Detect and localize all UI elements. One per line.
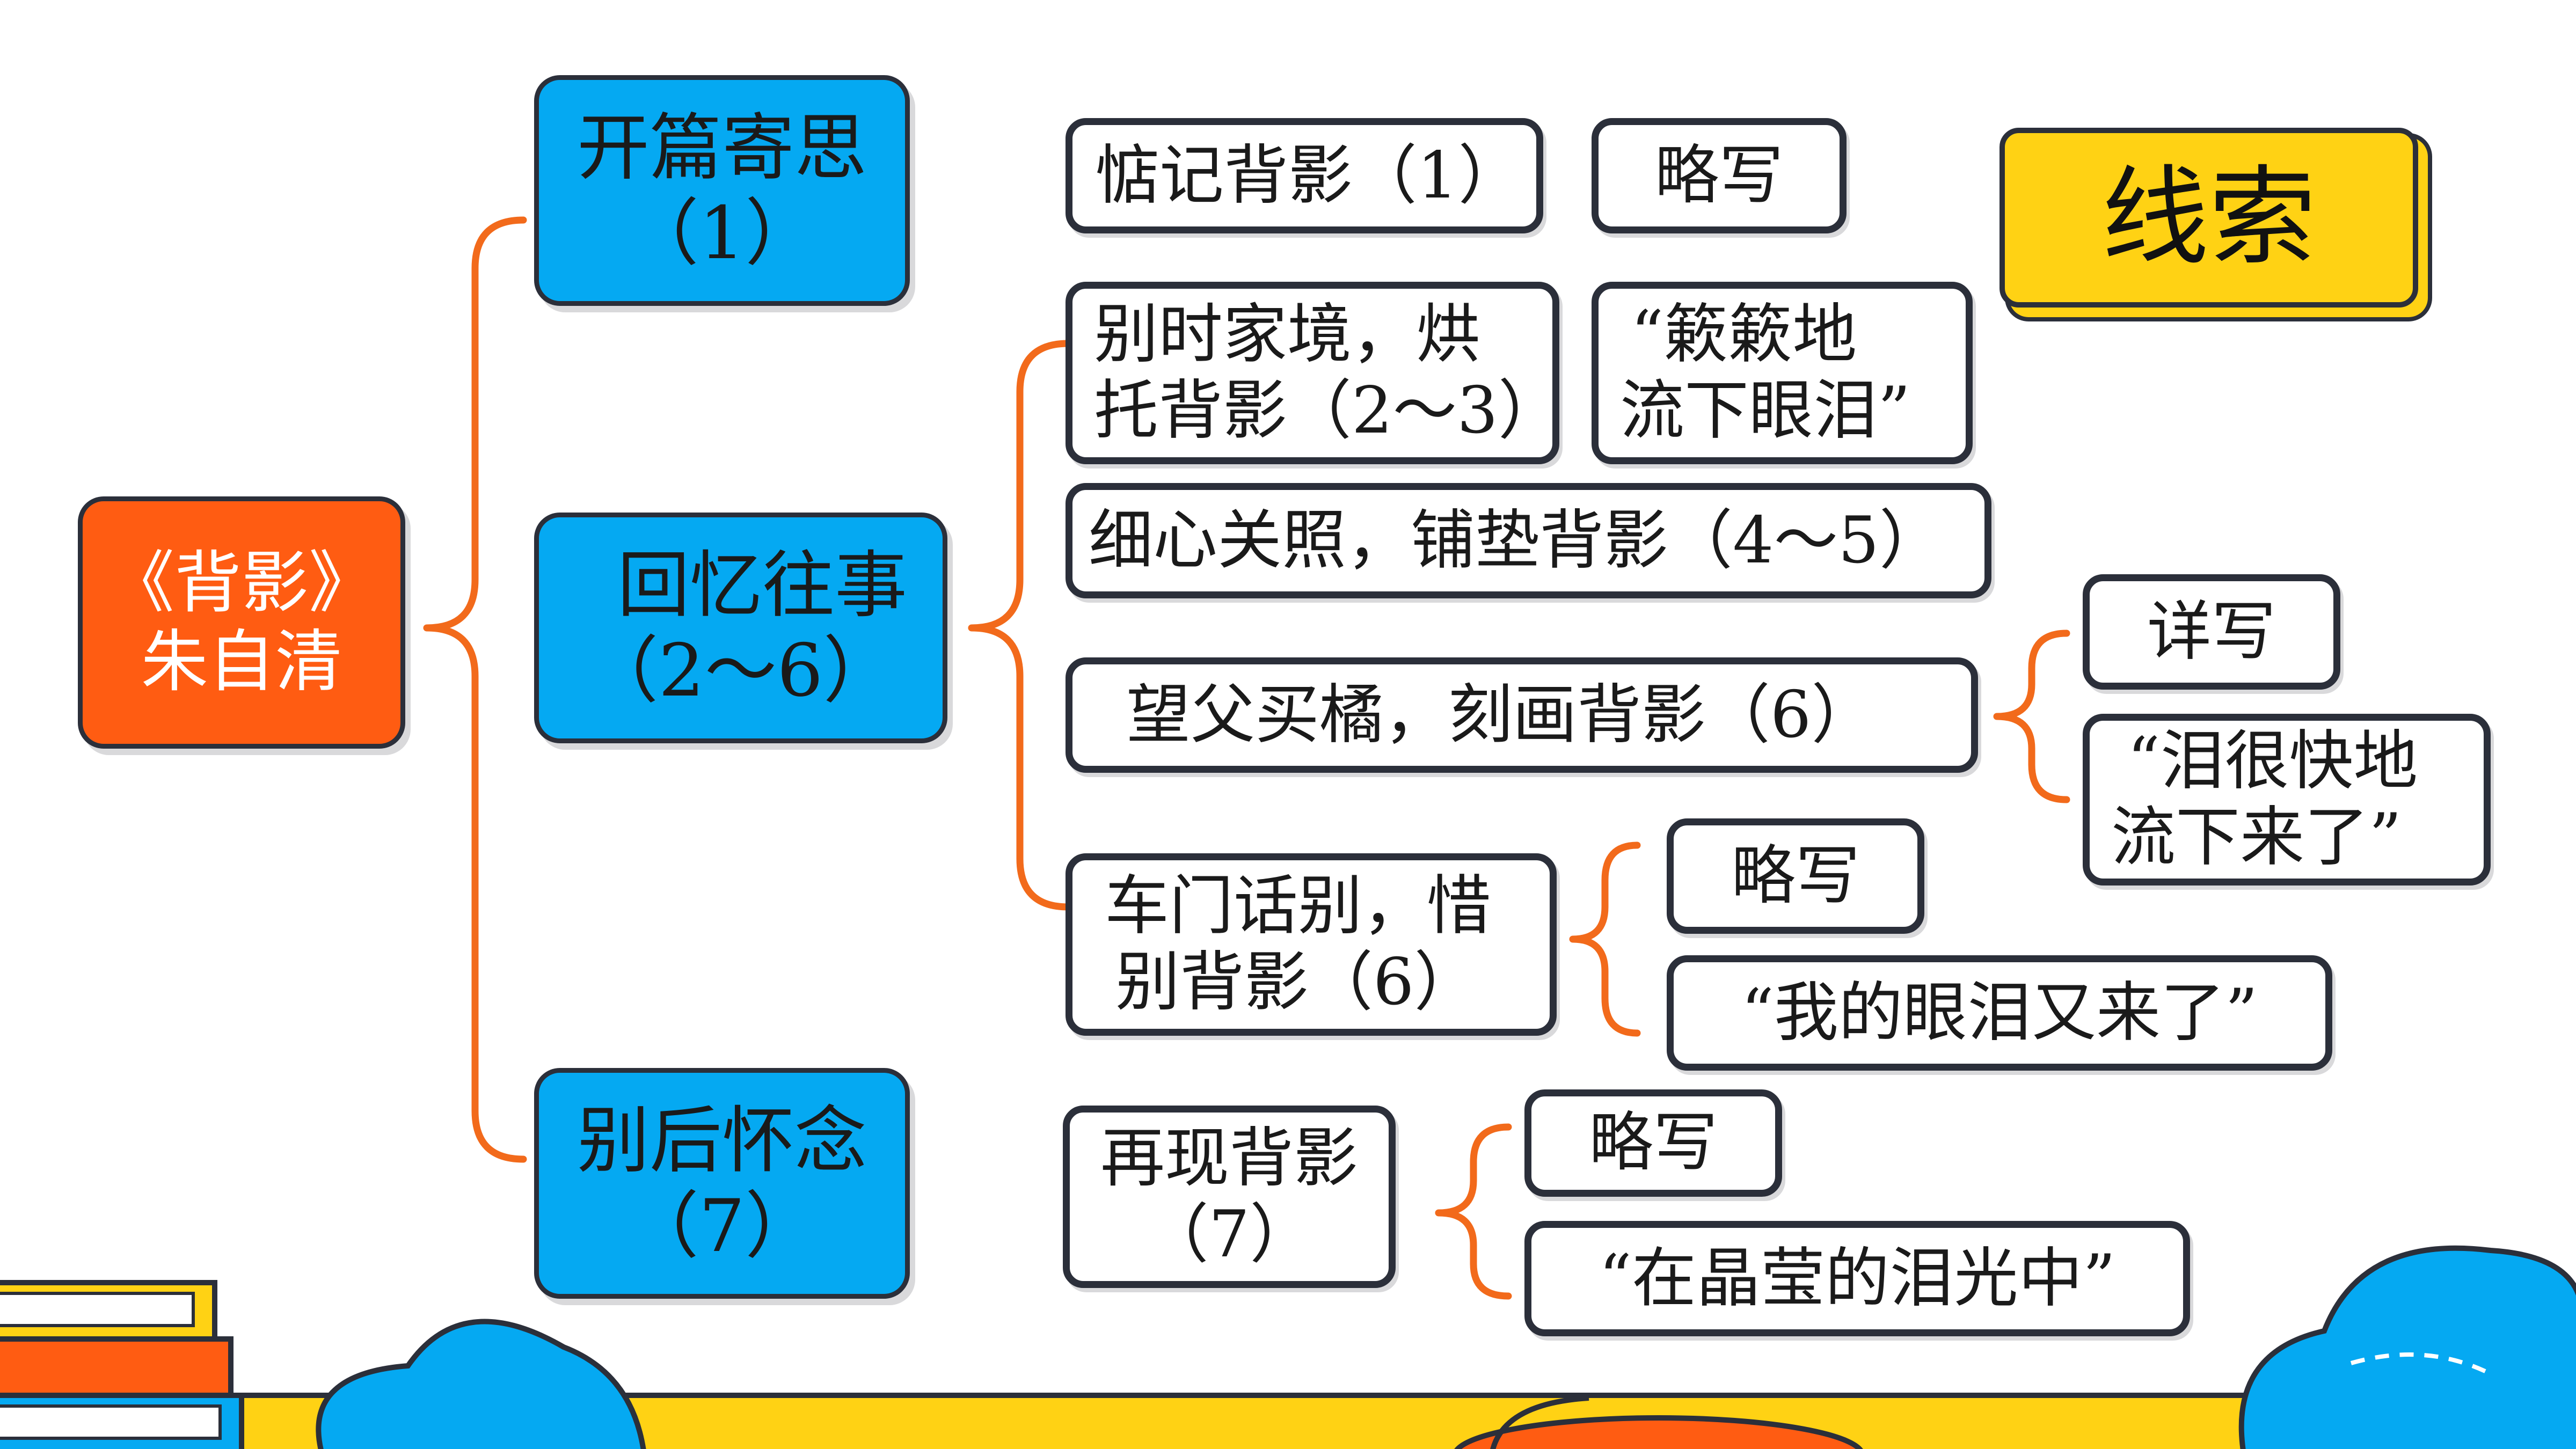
section-opening-range: （1） <box>626 191 818 275</box>
bracket-farewell <box>1569 841 1641 1037</box>
quote-family: “簌簌地 流下眼泪” <box>1592 282 1973 464</box>
event-reappear-line2: （7） <box>1144 1197 1315 1272</box>
event-farewell-line1: 车门话别，惜 <box>1105 869 1491 944</box>
section-memory: 回忆往事 （2～6） <box>534 513 947 743</box>
root-node: 《背影》 朱自清 <box>78 496 405 749</box>
section-opening: 开篇寄思 （1） <box>534 75 910 306</box>
right-cloud-dash <box>2350 1352 2492 1376</box>
tag-orange-detailed: 详写 <box>2083 574 2340 690</box>
bracket-root <box>423 216 527 1163</box>
section-after: 别后怀念 （7） <box>534 1068 910 1299</box>
quote-family-line1: “簌簌地 <box>1631 297 1857 372</box>
event-remember-text: 惦记背影（1） <box>1095 138 1523 213</box>
event-family: 别时家境，烘 托背影（2～3） <box>1066 282 1563 464</box>
quote-orange-line2: 流下来了” <box>2111 800 2402 875</box>
quote-orange: “泪很快地 流下来了” <box>2083 714 2491 885</box>
tag-reappear-brief-text: 略写 <box>1589 1106 1718 1181</box>
event-care-text: 细心关照，铺垫背影（4～5） <box>1089 503 1944 578</box>
tag-reappear-brief: 略写 <box>1524 1089 1782 1197</box>
event-orange: 望父买橘，刻画背影（6） <box>1066 657 1978 773</box>
clue-label-box: 线索 <box>1999 128 2418 308</box>
tag-farewell-brief-text: 略写 <box>1731 838 1860 913</box>
tag-orange-detailed-text: 详写 <box>2147 594 2276 669</box>
quote-family-line2: 流下眼泪” <box>1620 374 1911 448</box>
quote-reappear: “在晶莹的泪光中” <box>1524 1221 2190 1336</box>
quote-reappear-text: “在晶莹的泪光中” <box>1599 1241 2116 1316</box>
bracket-orange <box>1993 630 2070 803</box>
event-orange-text: 望父买橘，刻画背影（6） <box>1126 677 1876 752</box>
tag-remember-brief-text: 略写 <box>1654 138 1784 213</box>
section-memory-title: 回忆往事 <box>617 543 907 627</box>
quote-farewell-text: “我的眼泪又来了” <box>1741 975 2258 1050</box>
event-reappear: 再现背影 （7） <box>1063 1106 1396 1288</box>
book-stack-icon <box>0 1280 244 1449</box>
quote-farewell: “我的眼泪又来了” <box>1667 955 2332 1071</box>
section-after-title: 别后怀念 <box>577 1098 867 1183</box>
left-cloud <box>316 1319 646 1449</box>
event-farewell: 车门话别，惜 别背影（6） <box>1066 853 1557 1036</box>
bracket-memory <box>968 340 1072 911</box>
section-after-range: （7） <box>626 1184 818 1268</box>
root-author: 朱自清 <box>141 623 342 701</box>
event-farewell-line2: 别背影（6） <box>1115 945 1479 1020</box>
clue-label: 线索 <box>2101 155 2316 280</box>
right-cloud <box>2238 1245 2576 1449</box>
bracket-reappear <box>1435 1123 1512 1300</box>
section-opening-title: 开篇寄思 <box>577 105 867 190</box>
desk-curve <box>1490 1395 1589 1449</box>
event-reappear-line1: 再现背影 <box>1100 1121 1358 1196</box>
desk-orange-bump <box>1454 1415 1863 1449</box>
section-memory-range: （2～6） <box>586 628 896 713</box>
tag-farewell-brief: 略写 <box>1667 818 1924 934</box>
event-family-line1: 别时家境，烘 <box>1094 297 1480 372</box>
root-title: 《背影》 <box>107 544 376 622</box>
event-family-line2: 托背影（2～3） <box>1094 374 1563 448</box>
quote-orange-line1: “泪很快地 <box>2127 724 2418 799</box>
event-care: 细心关照，铺垫背影（4～5） <box>1066 483 1991 598</box>
event-remember: 惦记背影（1） <box>1066 118 1543 233</box>
tag-remember-brief: 略写 <box>1592 118 1847 233</box>
